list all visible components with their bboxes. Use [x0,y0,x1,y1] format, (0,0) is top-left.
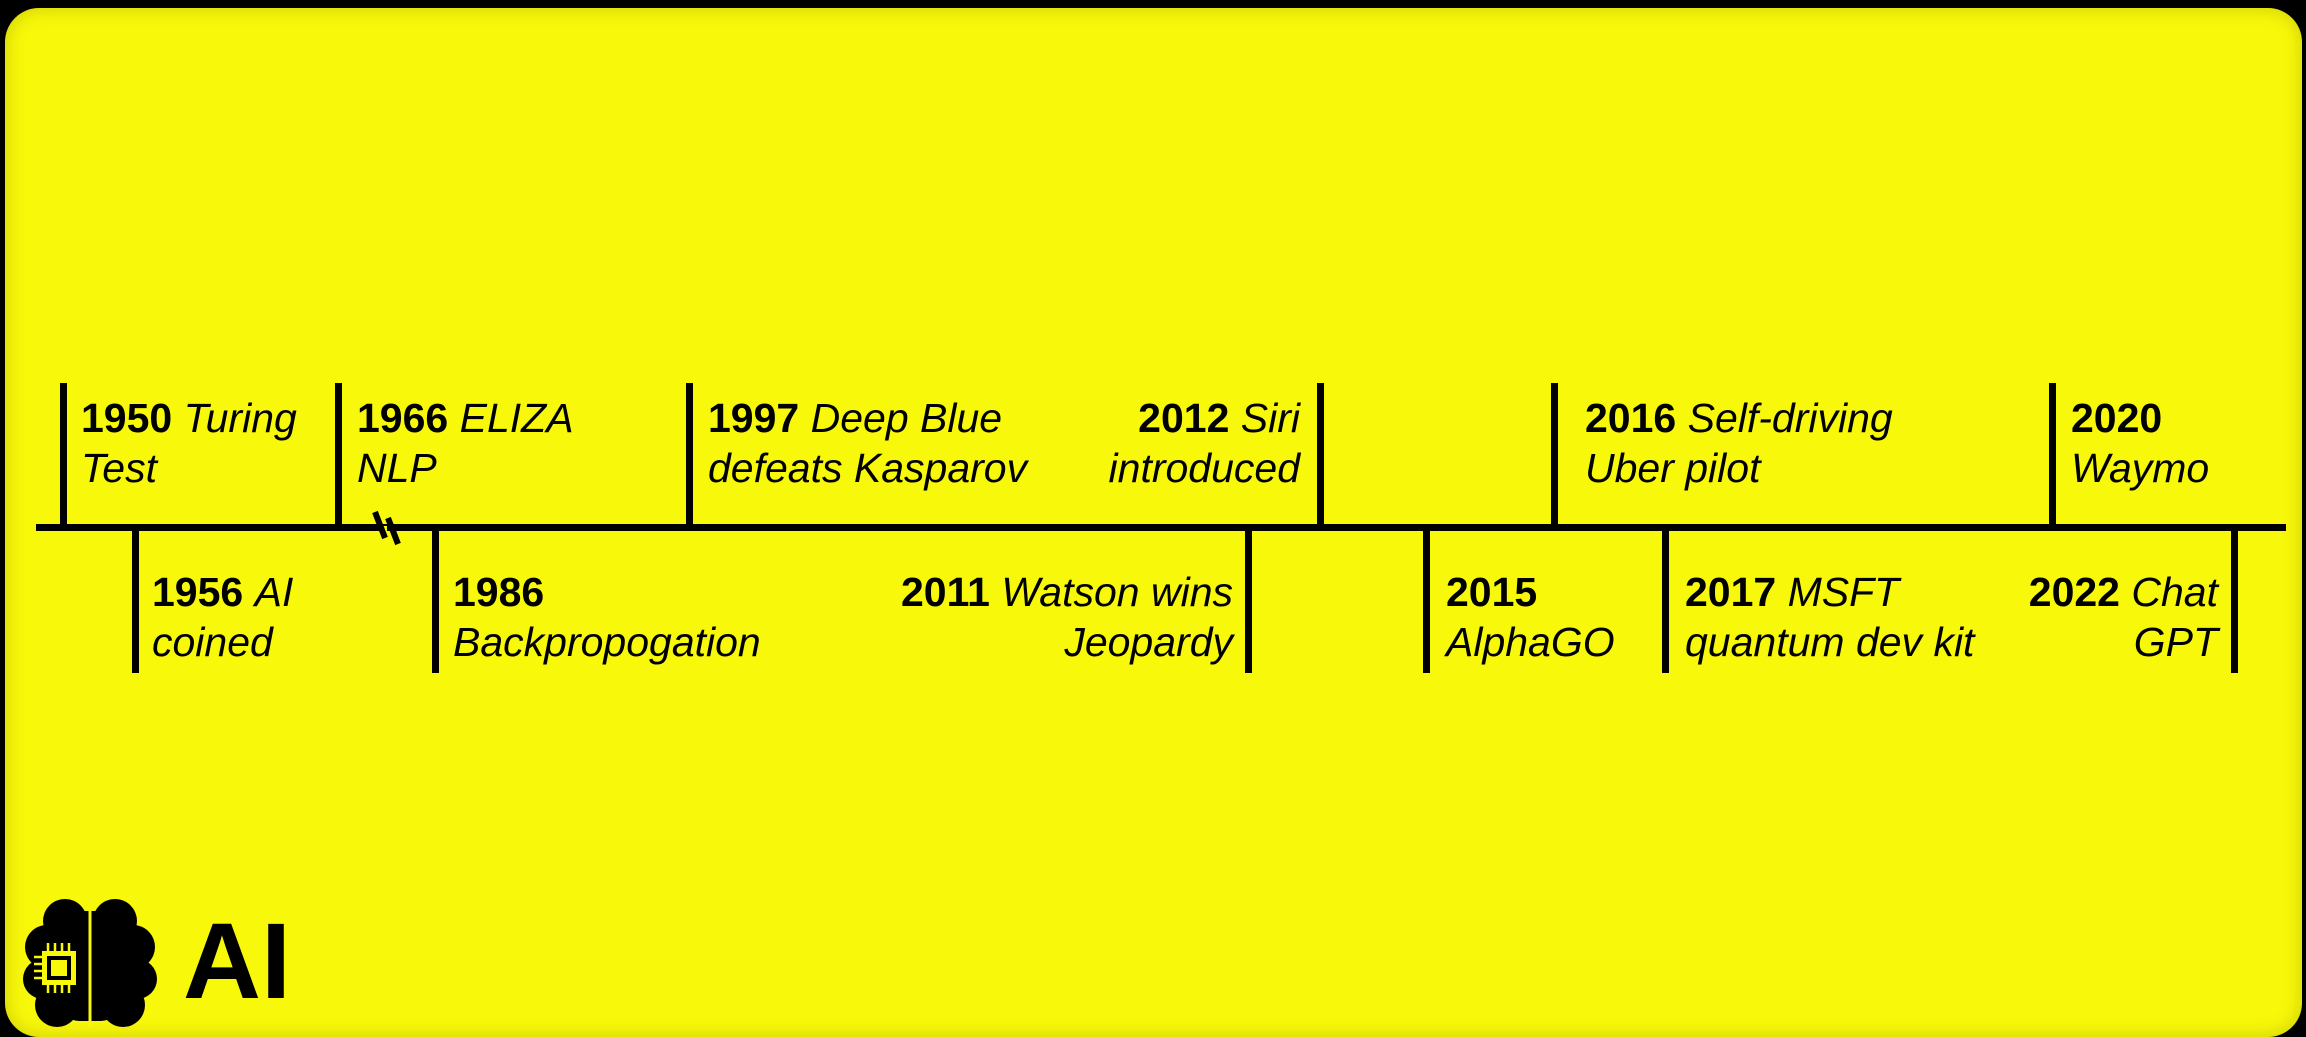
logo-text: AI [183,900,291,1021]
event-1986: 1986 Backpropogation [453,569,761,665]
event-2015: 2015 AlphaGO [1446,569,1615,665]
tick-2022 [2231,524,2238,673]
tick-2015 [1423,524,1430,673]
event-2016: 2016 Self-driving Uber pilot [1585,395,1893,491]
tick-1997 [686,383,693,531]
event-2022: 2022 Chat GPT [2028,569,2218,665]
event-2017: 2017 MSFT quantum dev kit [1685,569,1975,665]
tick-2017 [1662,524,1669,673]
tick-1966 [335,383,342,531]
tick-1950 [60,383,67,531]
tick-2012 [1317,383,1324,531]
tick-2020 [2049,383,2056,531]
event-1956: 1956 AI coined [152,569,294,665]
tick-1986 [432,524,439,673]
event-2011: 2011 Watson wins Jeopardy [900,569,1233,665]
event-2020: 2020 Waymo [2071,395,2210,491]
tick-1956 [132,524,139,673]
brain-chip-icon [23,897,157,1027]
axis-break-icon [372,510,401,546]
timeline-slide: 1950 Turing Test 1966 ELIZA NLP 1997 Dee… [5,8,2302,1037]
event-1966: 1966 ELIZA NLP [357,395,574,491]
tick-2016 [1551,383,1558,531]
event-2012: 2012 Siri introduced [1108,395,1300,491]
event-1997: 1997 Deep Blue defeats Kasparov [708,395,1028,491]
tick-2011 [1245,524,1252,673]
timeline-axis [36,524,2286,531]
event-1950: 1950 Turing Test [81,395,297,491]
